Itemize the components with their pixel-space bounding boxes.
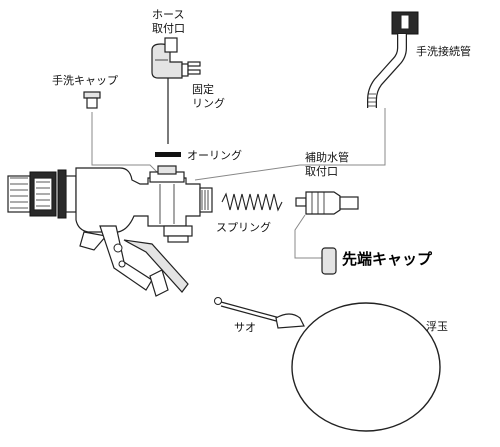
spring-part	[221, 192, 283, 212]
tip-cap-leader	[294, 214, 322, 259]
o-ring-label: オーリング	[187, 148, 242, 162]
float-rod-part	[214, 297, 281, 323]
valve-body-part	[7, 165, 213, 243]
lever-arm-part	[79, 225, 189, 297]
tip-cap-label: 先端キャップ	[342, 250, 433, 268]
float-ball-label: 浮玉	[426, 320, 448, 333]
float-ball-part	[275, 302, 441, 432]
handwash-pipe-label: 手洗接続管	[416, 44, 471, 58]
handwash-pipe-leader	[194, 108, 386, 181]
hose-fitting-label-line2: 取付口	[152, 22, 185, 35]
tip-cap-part	[321, 247, 337, 275]
fixing-ring-part	[187, 61, 201, 75]
float-rod-label: サオ	[234, 321, 256, 334]
aux-water-label-line2: 取付口	[305, 165, 338, 178]
aux-water-label-line1: 補助水管	[305, 150, 349, 164]
hose-fitting-part	[151, 37, 189, 79]
spring-label: スプリング	[216, 220, 271, 234]
fixing-ring-label-line2: リング	[192, 96, 225, 110]
handwash-cap-label: 手洗キャップ	[52, 73, 118, 87]
handwash-cap-part	[83, 91, 101, 109]
valve-plug-part	[295, 191, 359, 215]
hose-fitting-label-line1: ホース	[152, 8, 184, 21]
fixing-ring-label-line1: 固定	[192, 82, 214, 96]
o-ring-part	[155, 152, 181, 157]
handwash-pipe-part	[367, 11, 419, 108]
